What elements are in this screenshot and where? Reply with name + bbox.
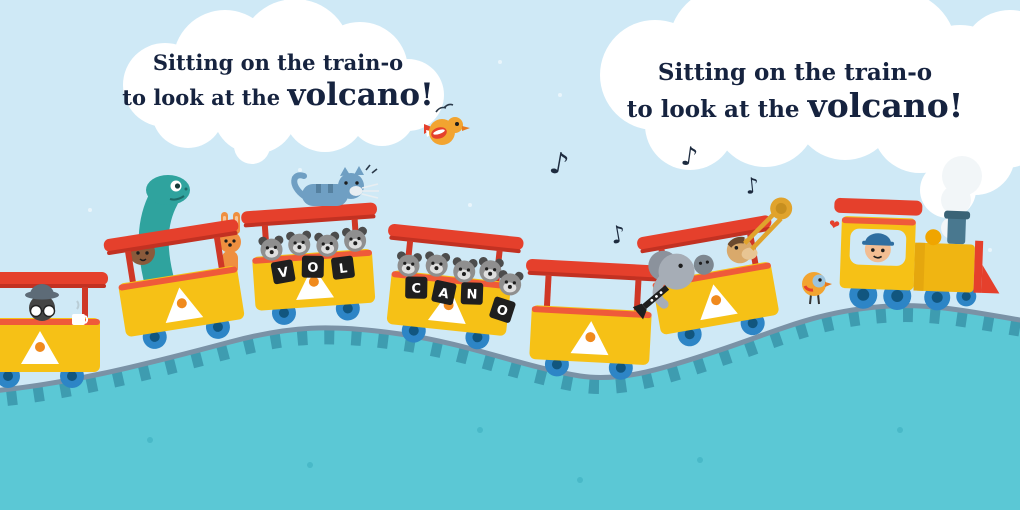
mole-passenger	[25, 284, 59, 321]
train-car-band	[632, 197, 793, 353]
bubble-right-line1: Sitting on the train-o	[658, 59, 932, 86]
music-note-icon: ♪	[679, 141, 700, 173]
music-note-icon: ♪	[608, 220, 628, 250]
chimney	[947, 215, 966, 245]
elephant	[632, 250, 695, 320]
svg-text:C: C	[411, 282, 421, 297]
train-car-caboose	[0, 272, 108, 388]
svg-text:A: A	[437, 286, 450, 303]
svg-text:L: L	[338, 261, 348, 277]
speech-cloud-left: Sitting on the train-o to look at the vo…	[122, 0, 444, 164]
letter-placard: V	[270, 259, 296, 285]
letter-placard: N	[460, 282, 484, 305]
svg-text:O: O	[494, 302, 509, 320]
trombone	[743, 212, 783, 251]
svg-text:O: O	[307, 261, 318, 276]
teacup	[72, 300, 89, 325]
locomotive	[834, 197, 1000, 311]
bubble-right-line2: to look at the volcano!	[627, 86, 964, 125]
hill	[0, 307, 1020, 510]
small-bird	[802, 272, 832, 305]
letter-placard: A	[431, 280, 457, 306]
letter-placard: L	[331, 255, 355, 280]
bubble-left-line1: Sitting on the train-o	[153, 50, 403, 75]
svg-text:V: V	[277, 265, 290, 282]
hill-speckles	[147, 427, 903, 483]
letter-placard: O	[489, 296, 516, 323]
train-driver	[862, 233, 895, 263]
letter-placard: C	[405, 276, 428, 299]
music-note-icon: ♪	[744, 174, 761, 200]
bubble-left-line2: to look at the volcano!	[122, 77, 433, 113]
heart-icon: ❤	[827, 217, 841, 234]
train-car-letters-1: V O L	[240, 202, 385, 328]
band-animal	[693, 254, 714, 275]
clarinet	[632, 285, 670, 320]
train-car-letters-2: C A N O	[376, 223, 525, 353]
trombone-player	[726, 197, 793, 264]
letter-placard: O	[301, 255, 324, 278]
cat-on-roof	[291, 164, 379, 206]
cowcatcher	[981, 264, 1000, 294]
speech-cloud-right: Sitting on the train-o to look at the vo…	[600, 0, 1020, 218]
svg-text:N: N	[466, 287, 477, 302]
flying-bird	[424, 103, 470, 145]
music-notes: ♪ ♪ ♪ ♪	[547, 141, 761, 250]
track-sleepers	[0, 305, 1020, 407]
